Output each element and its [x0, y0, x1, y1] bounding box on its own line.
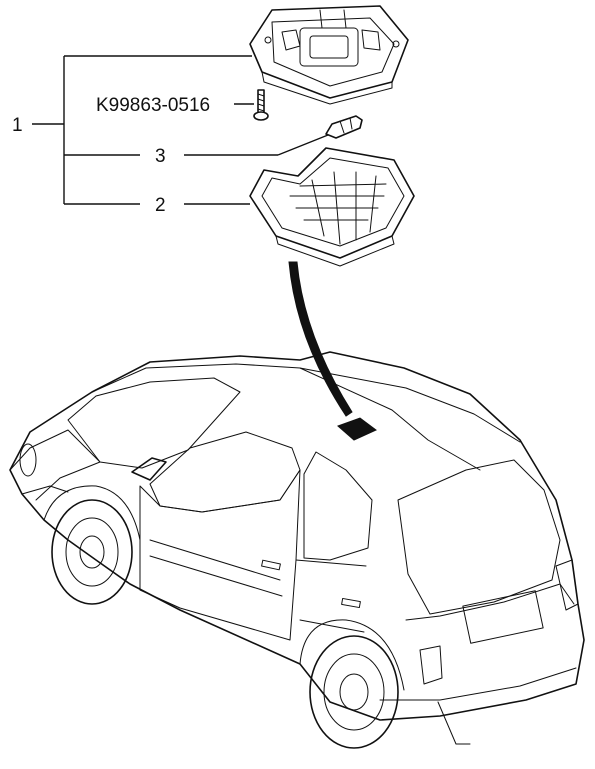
callout-1-label: 1	[12, 115, 23, 136]
bulb	[325, 115, 363, 139]
location-pointer	[288, 261, 353, 417]
screw	[253, 89, 269, 121]
callout-3-label: 3	[155, 146, 166, 167]
roof-lamp-location	[337, 417, 377, 441]
lamp-lens	[249, 147, 415, 267]
vehicle	[9, 351, 585, 749]
lamp-housing	[249, 5, 409, 105]
callout-bracket	[32, 55, 329, 205]
lens-pattern	[289, 171, 387, 245]
screw-part-number: K99863-0516	[96, 95, 210, 116]
callout-2-label: 2	[155, 195, 166, 216]
